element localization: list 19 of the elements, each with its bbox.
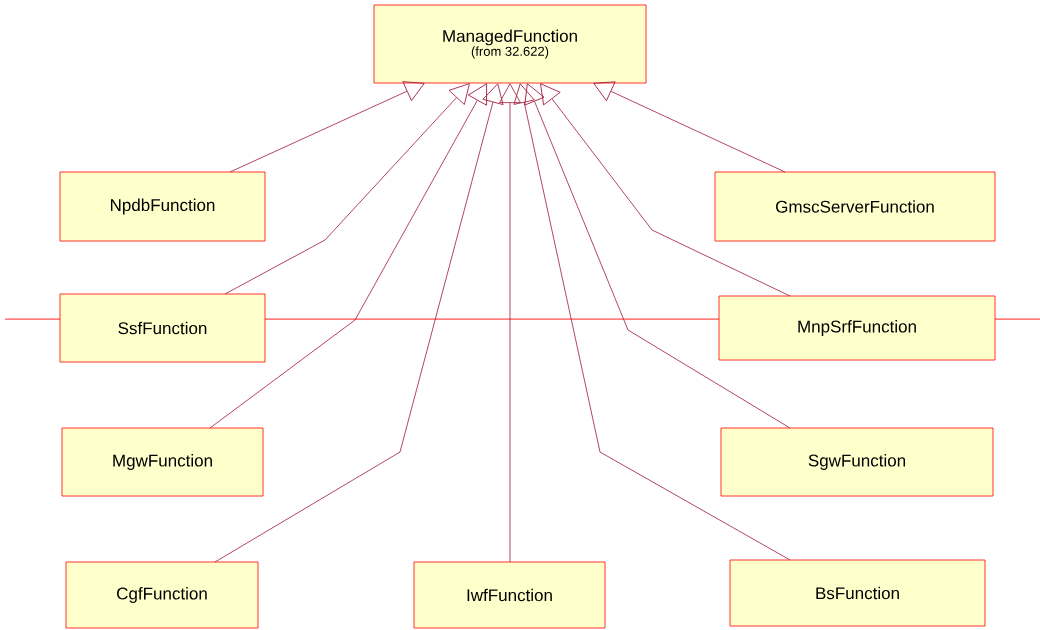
- inheritance-arrow: [229, 81, 425, 173]
- class-box: GmscServerFunction: [714, 171, 996, 242]
- class-box: MgwFunction: [61, 427, 264, 497]
- class-box: CgfFunction: [65, 561, 259, 629]
- inheritance-arrow: [513, 83, 791, 561]
- inheritance-arrow: [224, 83, 470, 295]
- class-box: SgwFunction: [720, 427, 994, 497]
- inheritance-arrow: [540, 83, 791, 297]
- class-box: SsfFunction: [59, 293, 266, 363]
- inheritance-arrow: [593, 81, 786, 173]
- class-box: NpdbFunction: [59, 171, 266, 242]
- class-box: IwfFunction: [413, 561, 606, 629]
- inheritance-arrow: [214, 83, 504, 563]
- inheritance-arrow: [209, 83, 487, 429]
- class-box: MnpSrfFunction: [718, 295, 996, 361]
- inheritance-arrow: [524, 83, 791, 429]
- class-box: ManagedFunction (from 32.622): [373, 4, 647, 84]
- inheritance-arrow: [499, 83, 521, 563]
- class-box: BsFunction: [729, 559, 986, 627]
